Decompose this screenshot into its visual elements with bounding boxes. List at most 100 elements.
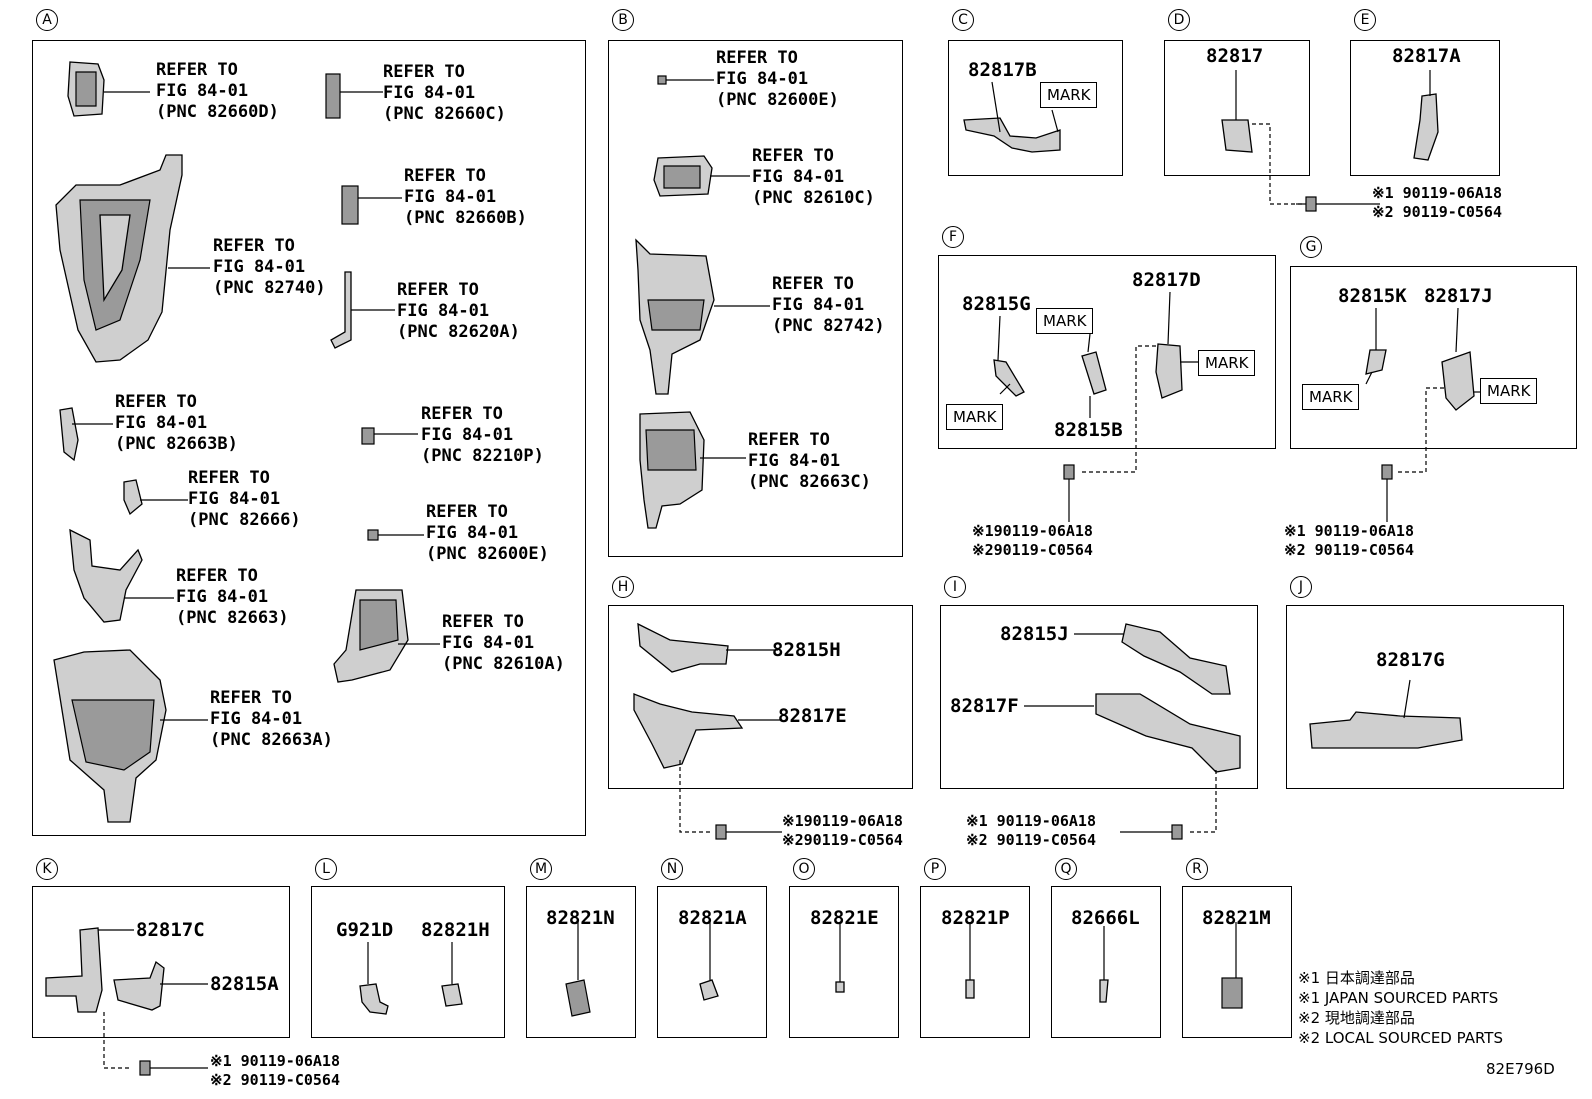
bolt-line-1: ※1 90119-06A18 [966, 812, 1096, 830]
panel-p-label: P [924, 858, 946, 880]
ref-line-3: (PNC 82660C) [383, 104, 506, 124]
part-number-82821p: 82821P [941, 907, 1010, 929]
part-number-82817j: 82817J [1424, 285, 1493, 307]
ref-line-3: (PNC 82610C) [752, 188, 875, 208]
part-number-82821e: 82821E [810, 907, 879, 929]
ref-line-3: (PNC 82663C) [748, 472, 871, 492]
panel-r-label: R [1186, 858, 1208, 880]
panel-a [32, 40, 586, 836]
part-number-82815k: 82815K [1338, 285, 1407, 307]
ref-line-1: REFER TO [421, 404, 503, 424]
ref-line-1: REFER TO [442, 612, 524, 632]
mark-label-f-2: MARK [1036, 308, 1094, 334]
bolt-h-illustration [715, 824, 727, 840]
part-number-82817d: 82817D [1132, 269, 1201, 291]
panel-l-label: L [315, 858, 337, 880]
part-number-82815j: 82815J [1000, 623, 1069, 645]
bolt-line-2: ※2 90119-C0564 [1372, 203, 1502, 221]
ref-line-1: REFER TO [772, 274, 854, 294]
bolt-f-illustration [1063, 464, 1075, 480]
part-number-82817e: 82817E [778, 705, 847, 727]
panel-n-label: N [661, 858, 683, 880]
panel-k-label: K [36, 858, 58, 880]
part-number-82821a: 82821A [678, 907, 747, 929]
ref-line-2: FIG 84-01 [748, 451, 841, 471]
part-number-82817b: 82817B [968, 59, 1037, 81]
panel-i-label: I [944, 576, 966, 598]
panel-a-label: A [36, 9, 58, 31]
panel-o-label: O [793, 858, 815, 880]
bolt-i-illustration [1171, 824, 1183, 840]
ref-line-3: (PNC 82600E) [426, 544, 549, 564]
bolt-callout-i: ※1 90119-06A18※2 90119-C0564 [966, 812, 1096, 850]
ref-line-1: REFER TO [115, 392, 197, 412]
legend-line-4: ※2 LOCAL SOURCED PARTS [1298, 1029, 1503, 1047]
panel-q-label: Q [1055, 858, 1077, 880]
ref-line-2: FIG 84-01 [752, 167, 845, 187]
ref-line-2: FIG 84-01 [176, 587, 269, 607]
ref-line-2: FIG 84-01 [421, 425, 514, 445]
diagram-code: 82E796D [1486, 1060, 1555, 1078]
bolt-line-1: ※190119-06A18 [782, 812, 903, 830]
bolt-line-1: ※190119-06A18 [972, 522, 1093, 540]
ref-line-1: REFER TO [716, 48, 798, 68]
ref-line-3: (PNC 82663A) [210, 730, 333, 750]
panel-d-label: D [1168, 9, 1190, 31]
bolt-line-2: ※290119-C0564 [782, 831, 903, 849]
bolt-line-2: ※2 90119-C0564 [210, 1071, 340, 1089]
ref-line-3: (PNC 82600E) [716, 90, 839, 110]
bolt-line-1: ※1 90119-06A18 [1372, 184, 1502, 202]
ref-line-1: REFER TO [210, 688, 292, 708]
part-number-82817g: 82817G [1376, 649, 1445, 671]
bolt-k-illustration [139, 1060, 151, 1076]
ref-line-2: FIG 84-01 [426, 523, 519, 543]
bolt-line-2: ※2 90119-C0564 [966, 831, 1096, 849]
panel-h [608, 605, 913, 789]
ref-line-2: FIG 84-01 [210, 709, 303, 729]
part-number-82817c: 82817C [136, 919, 205, 941]
panel-c-label: C [952, 9, 974, 31]
panel-l [311, 886, 505, 1038]
mark-label-g-2: MARK [1480, 378, 1538, 404]
mark-label-g-1: MARK [1302, 384, 1360, 410]
panel-h-label: H [612, 576, 634, 598]
part-number-82817a: 82817A [1392, 45, 1461, 67]
ref-line-2: FIG 84-01 [188, 489, 281, 509]
ref-line-2: FIG 84-01 [772, 295, 865, 315]
bolt-line-2: ※2 90119-C0564 [1284, 541, 1414, 559]
panel-i [940, 605, 1258, 789]
part-number-82821h: 82821H [421, 919, 490, 941]
part-number-82815g: 82815G [962, 293, 1031, 315]
panel-q [1051, 886, 1161, 1038]
panel-p [920, 886, 1030, 1038]
ref-line-3: (PNC 82742) [772, 316, 885, 336]
ref-line-3: (PNC 82663B) [115, 434, 238, 454]
ref-line-1: REFER TO [176, 566, 258, 586]
part-number-82817: 82817 [1206, 45, 1264, 67]
ref-line-3: (PNC 82666) [188, 510, 301, 530]
ref-line-2: FIG 84-01 [716, 69, 809, 89]
part-number-82817f: 82817F [950, 695, 1019, 717]
panel-r [1182, 886, 1292, 1038]
legend-line-1: ※1 日本調達部品 [1298, 969, 1415, 987]
part-number-82815a: 82815A [210, 973, 279, 995]
bolt-de-illustration [1296, 196, 1317, 212]
bolt-callout-k: ※1 90119-06A18※2 90119-C0564 [210, 1052, 340, 1090]
panel-g-label: G [1300, 236, 1322, 258]
ref-line-3: (PNC 82620A) [397, 322, 520, 342]
panel-b-label: B [612, 9, 634, 31]
panel-c [948, 40, 1123, 176]
panel-n [657, 886, 767, 1038]
ref-line-2: FIG 84-01 [442, 633, 535, 653]
bolt-line-2: ※290119-C0564 [972, 541, 1093, 559]
bolt-callout-de: ※1 90119-06A18※2 90119-C0564 [1372, 184, 1502, 222]
mark-label-c: MARK [1040, 82, 1098, 108]
panel-o [789, 886, 899, 1038]
panel-b [608, 40, 903, 557]
